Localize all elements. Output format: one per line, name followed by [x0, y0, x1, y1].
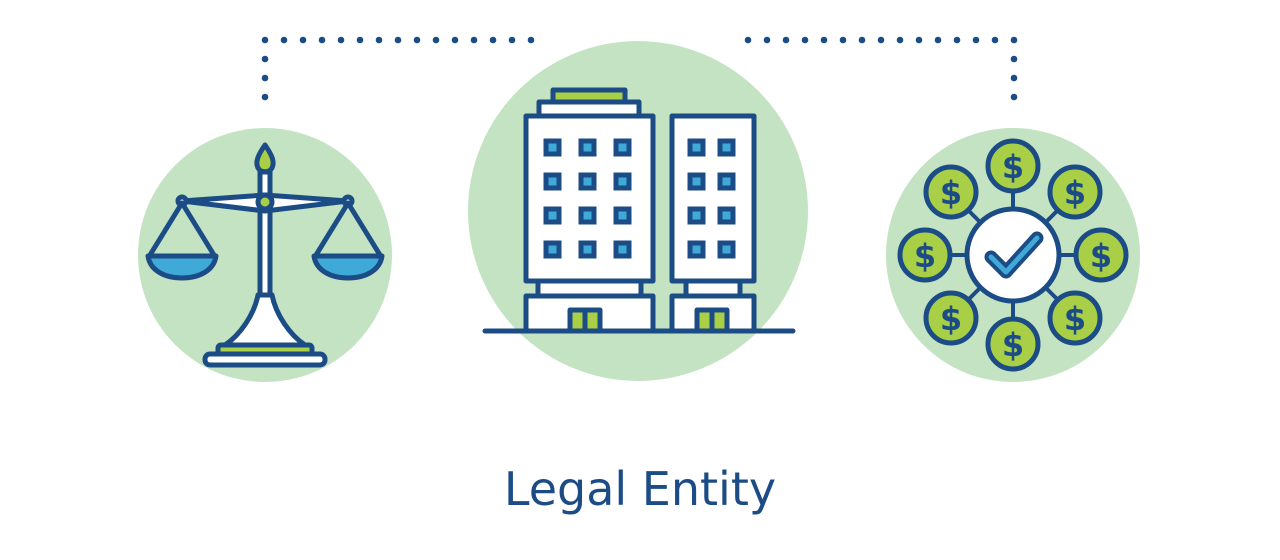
office-buildings-icon [468, 41, 808, 381]
page-title: Legal Entity [503, 462, 777, 516]
money-network-checkmark-icon: $ $ $ $ $ $ $ $ [886, 128, 1140, 382]
scales-of-justice-icon [138, 128, 392, 382]
svg-text:$: $ [940, 300, 962, 338]
svg-text:$: $ [914, 237, 936, 275]
svg-text:$: $ [940, 174, 962, 212]
svg-text:$: $ [1002, 326, 1024, 364]
windows [543, 138, 736, 259]
dotted-connector-left [261, 36, 535, 101]
svg-text:$: $ [1064, 300, 1086, 338]
dotted-connector-right [744, 36, 1018, 101]
svg-text:$: $ [1002, 148, 1024, 186]
svg-text:$: $ [1090, 237, 1112, 275]
svg-text:$: $ [1064, 174, 1086, 212]
dollar-signs: $ $ $ $ $ $ $ $ [914, 148, 1112, 364]
coins [897, 138, 1129, 372]
